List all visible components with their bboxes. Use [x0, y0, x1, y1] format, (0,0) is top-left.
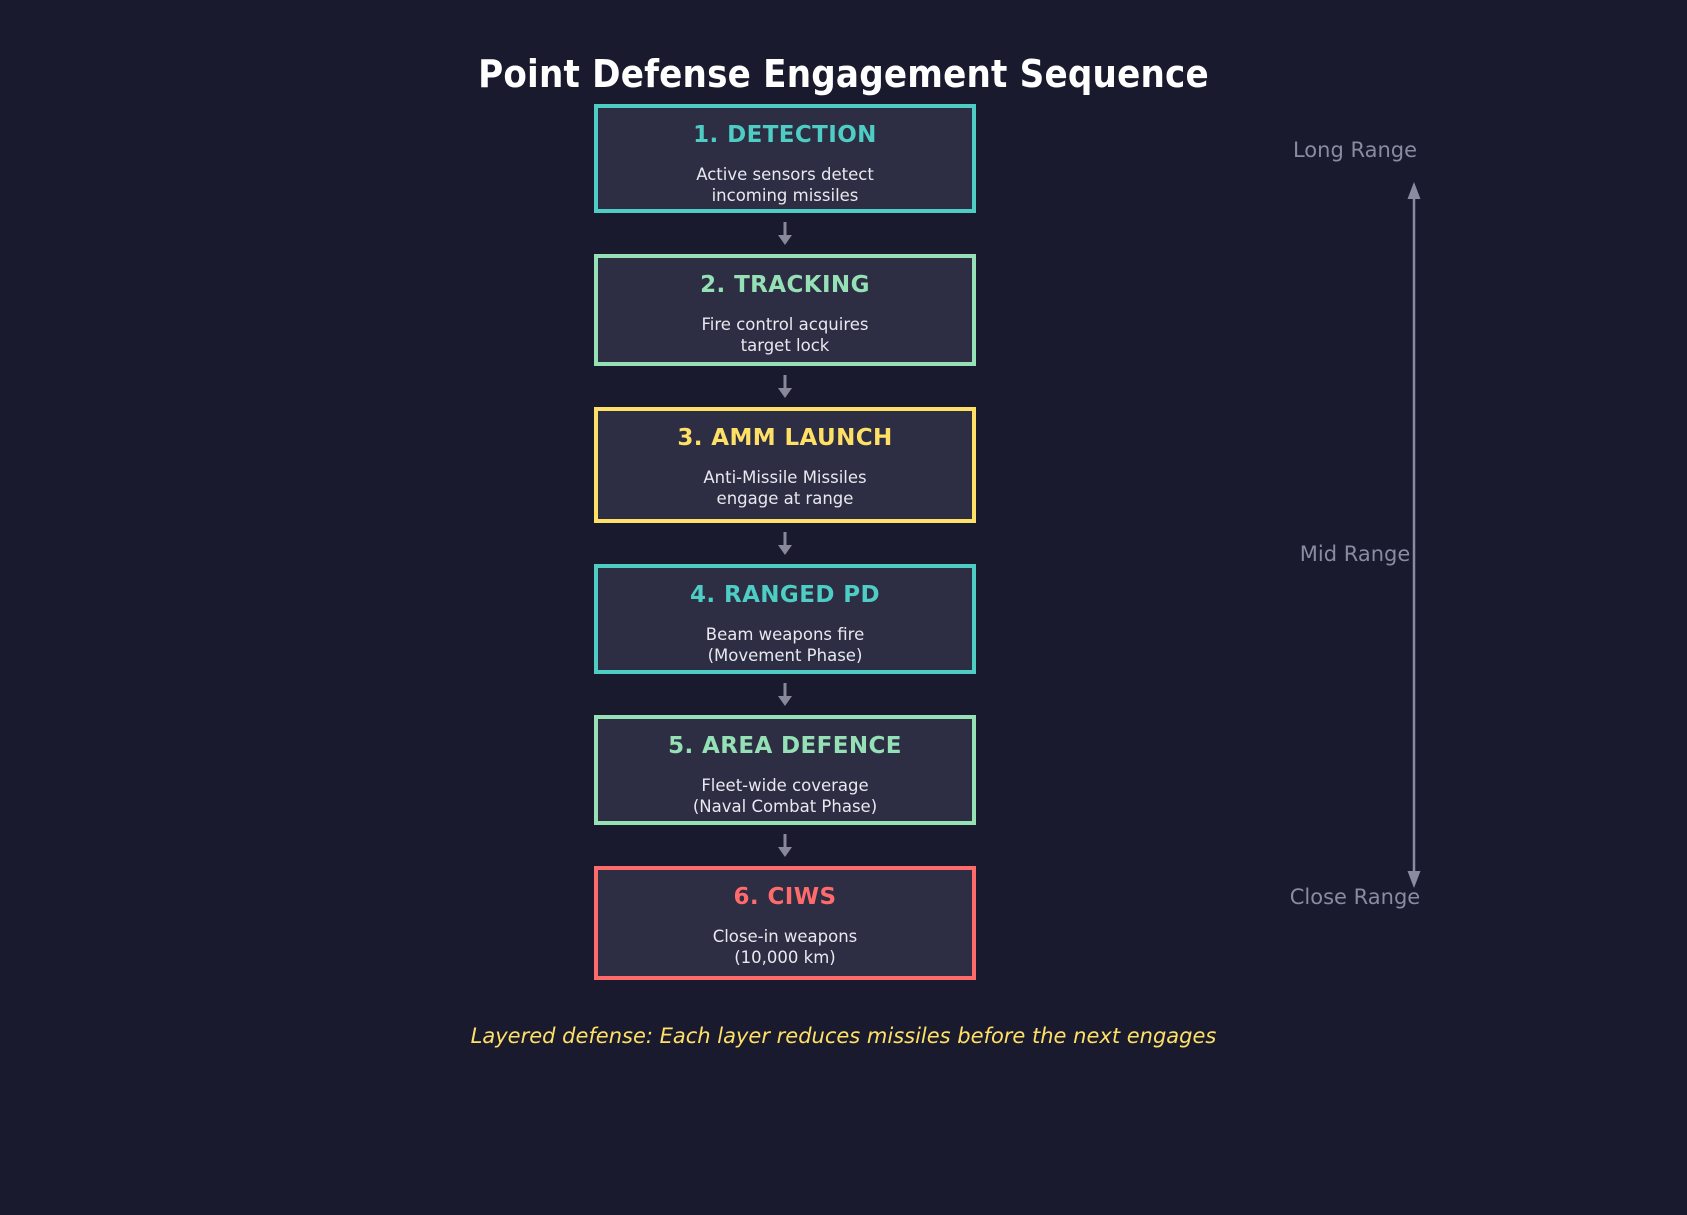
footer-note: Layered defense: Each layer reduces miss… — [470, 1024, 1217, 1048]
connector-4-to-5 — [594, 674, 976, 715]
page-title: Point Defense Engagement Sequence — [478, 52, 1209, 96]
step-title: 6. CIWS — [733, 884, 837, 910]
step-box-tracking[interactable]: 2. TRACKING Fire control acquires target… — [594, 254, 976, 366]
connector-2-to-3 — [594, 366, 976, 407]
range-label-close: Close Range — [1289, 885, 1421, 909]
range-scale: Long Range Mid Range Close Range — [1180, 120, 1500, 950]
range-label-long: Long Range — [1292, 138, 1418, 162]
down-arrow-icon — [778, 682, 792, 706]
down-arrow-icon — [778, 531, 792, 555]
step-title: 3. AMM LAUNCH — [677, 425, 893, 451]
engagement-sequence-flow: 1. DETECTION Active sensors detect incom… — [594, 104, 976, 980]
step-box-ciws[interactable]: 6. CIWS Close-in weapons (10,000 km) — [594, 866, 976, 980]
step-description: Anti-Missile Missiles engage at range — [703, 468, 867, 508]
range-axis-double-arrow-icon — [1407, 182, 1421, 888]
down-arrow-icon — [778, 833, 792, 857]
range-label-mid: Mid Range — [1299, 542, 1411, 566]
down-arrow-icon — [778, 374, 792, 398]
step-title: 1. DETECTION — [693, 122, 877, 148]
step-description: Fire control acquires target lock — [701, 315, 869, 355]
connector-3-to-4 — [594, 523, 976, 564]
step-box-detection[interactable]: 1. DETECTION Active sensors detect incom… — [594, 104, 976, 213]
connector-5-to-6 — [594, 825, 976, 866]
step-box-area-defence[interactable]: 5. AREA DEFENCE Fleet-wide coverage (Nav… — [594, 715, 976, 825]
step-title: 5. AREA DEFENCE — [668, 733, 902, 759]
down-arrow-icon — [778, 221, 792, 245]
step-box-ranged-pd[interactable]: 4. RANGED PD Beam weapons fire (Movement… — [594, 564, 976, 674]
step-box-amm-launch[interactable]: 3. AMM LAUNCH Anti-Missile Missiles enga… — [594, 407, 976, 523]
connector-1-to-2 — [594, 213, 976, 254]
step-description: Beam weapons fire (Movement Phase) — [705, 625, 865, 665]
step-description: Close-in weapons (10,000 km) — [712, 927, 858, 967]
step-title: 4. RANGED PD — [690, 582, 880, 608]
step-description: Active sensors detect incoming missiles — [696, 165, 874, 205]
step-description: Fleet-wide coverage (Naval Combat Phase) — [692, 776, 878, 816]
step-title: 2. TRACKING — [700, 272, 870, 298]
